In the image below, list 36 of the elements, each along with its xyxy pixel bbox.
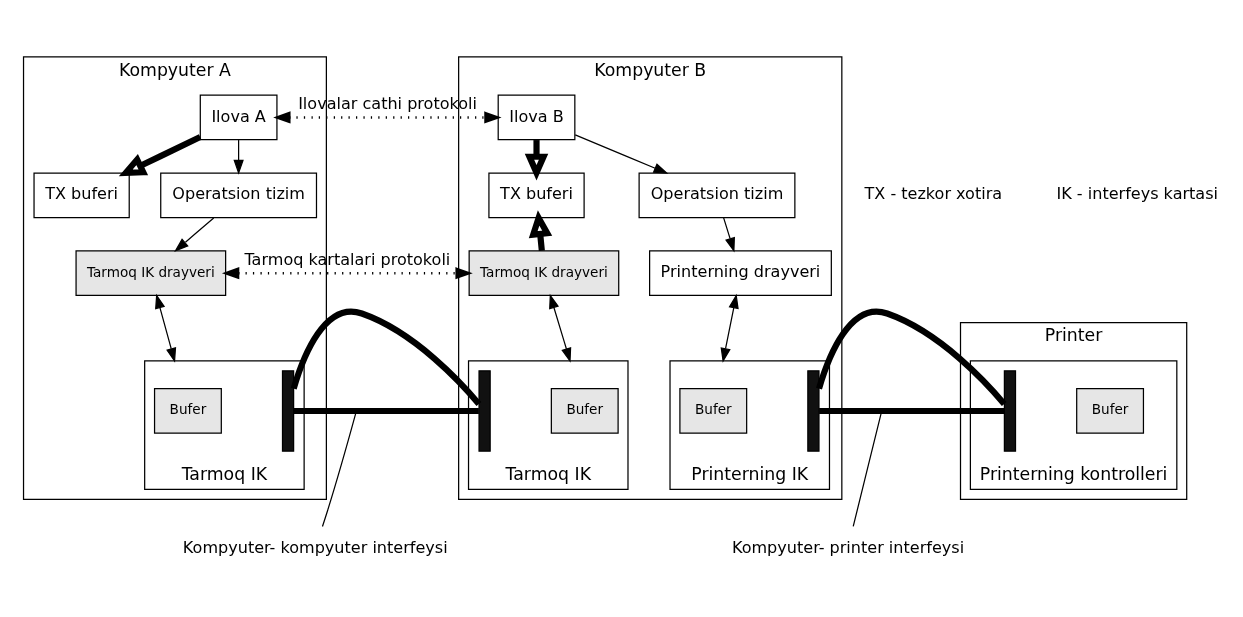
arrow <box>549 293 572 363</box>
connector <box>321 411 357 527</box>
arrow <box>155 293 177 363</box>
connector <box>290 308 482 414</box>
arrow <box>118 133 202 176</box>
connector <box>816 308 1007 414</box>
node-box: TX buferi <box>488 171 585 218</box>
arrow <box>273 110 502 123</box>
arrow <box>723 216 735 252</box>
arrow <box>524 139 549 181</box>
connector <box>852 411 882 527</box>
label: TX - tezkor xotira <box>864 183 1003 203</box>
node-box: Operatsion tizim <box>638 171 796 218</box>
node-bar <box>478 369 491 452</box>
node-box: Bufer <box>679 387 748 434</box>
node-box: Bufer <box>153 387 222 434</box>
node-box: Ilova A <box>199 94 278 140</box>
node-bar <box>281 369 295 452</box>
node-box: TX buferi <box>33 171 130 218</box>
node-box: Bufer <box>1076 387 1145 434</box>
arrow <box>233 138 244 175</box>
arrow <box>221 266 473 279</box>
arrow <box>720 293 739 363</box>
arrow <box>574 133 669 174</box>
label: IK - interfeys kartasi <box>1056 183 1219 203</box>
node-box: Printerning drayveri <box>649 249 832 296</box>
node-text: Kompyuter- kompyuter interfeysi <box>182 537 448 557</box>
arrow <box>174 216 215 252</box>
node-box: Ilova B <box>497 94 576 140</box>
node-box: Operatsion tizim <box>160 171 318 218</box>
node-box: Tarmoq IK drayveri <box>75 249 227 296</box>
node-bar <box>807 369 820 452</box>
node-text: Kompyuter- printer interfeysi <box>731 537 965 557</box>
node-box: Bufer <box>550 387 619 434</box>
node-bar <box>1003 369 1017 452</box>
node-box: Tarmoq IK drayveri <box>468 249 620 296</box>
